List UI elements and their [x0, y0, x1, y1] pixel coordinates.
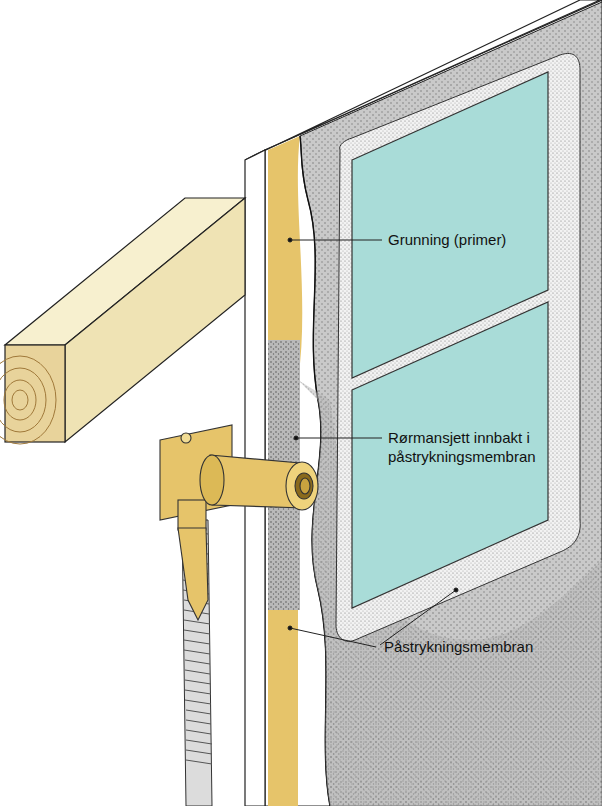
callout-label: Påstrykningsmembran: [384, 637, 594, 656]
callout-label: Rørmansjett innbakt i påstrykningsmembra…: [388, 428, 573, 466]
wood-grain: [0, 356, 56, 444]
board-top: [245, 0, 600, 160]
beam-side: [65, 198, 245, 442]
tile-adhesive: [336, 53, 580, 641]
wall-face: [265, 0, 602, 806]
pipe-fitting: [160, 425, 318, 620]
callout-label: Grunning (primer): [388, 230, 593, 249]
